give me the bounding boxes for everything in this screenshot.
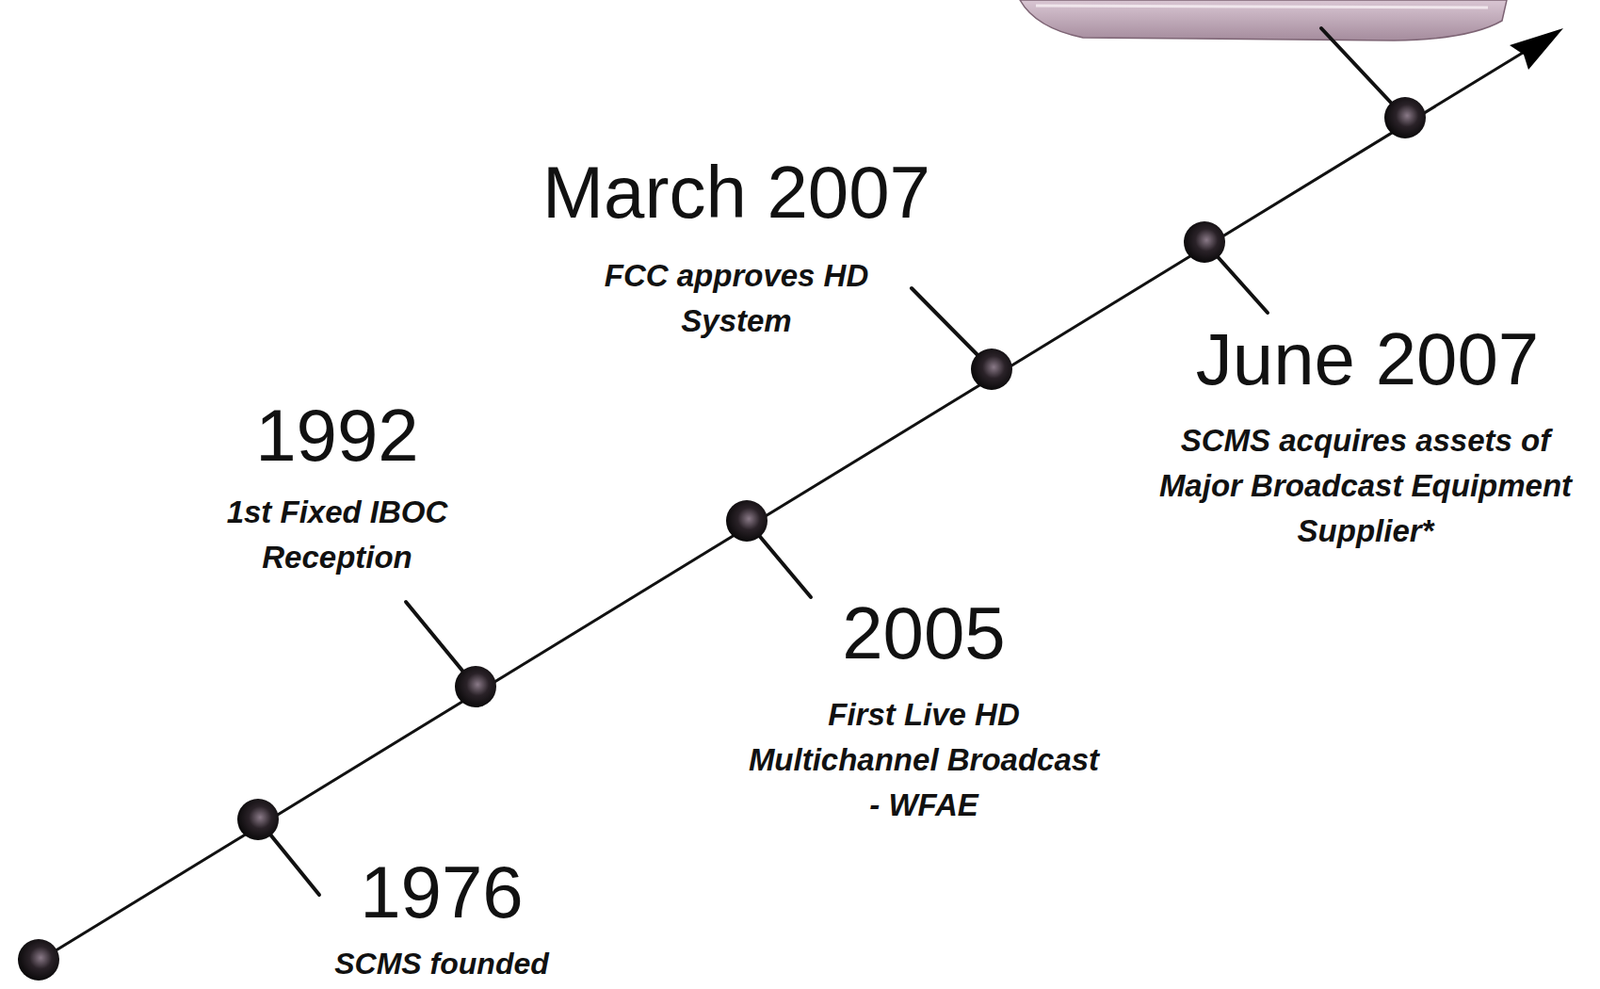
event-text: 1st Fixed IBOC Reception [181,489,493,581]
year-label: 1992 [195,398,479,472]
event-text: SCMS founded [272,941,612,986]
year-label: March 2007 [491,155,982,229]
device-image [1019,0,1507,41]
event-text: FCC approves HD System [581,253,892,344]
arrow-head [1509,28,1564,70]
year-label: June 2007 [1160,322,1575,396]
device-highlight [1035,5,1488,8]
event-text: SCMS acquires assets of Major Broadcast … [1144,418,1587,554]
year-label: 1976 [300,855,583,929]
year-label: 2005 [782,596,1066,670]
timeline-dots [17,96,1426,981]
event-text: First Live HD Multichannel Broadcast - W… [744,692,1103,828]
tick-lines [258,28,1406,895]
